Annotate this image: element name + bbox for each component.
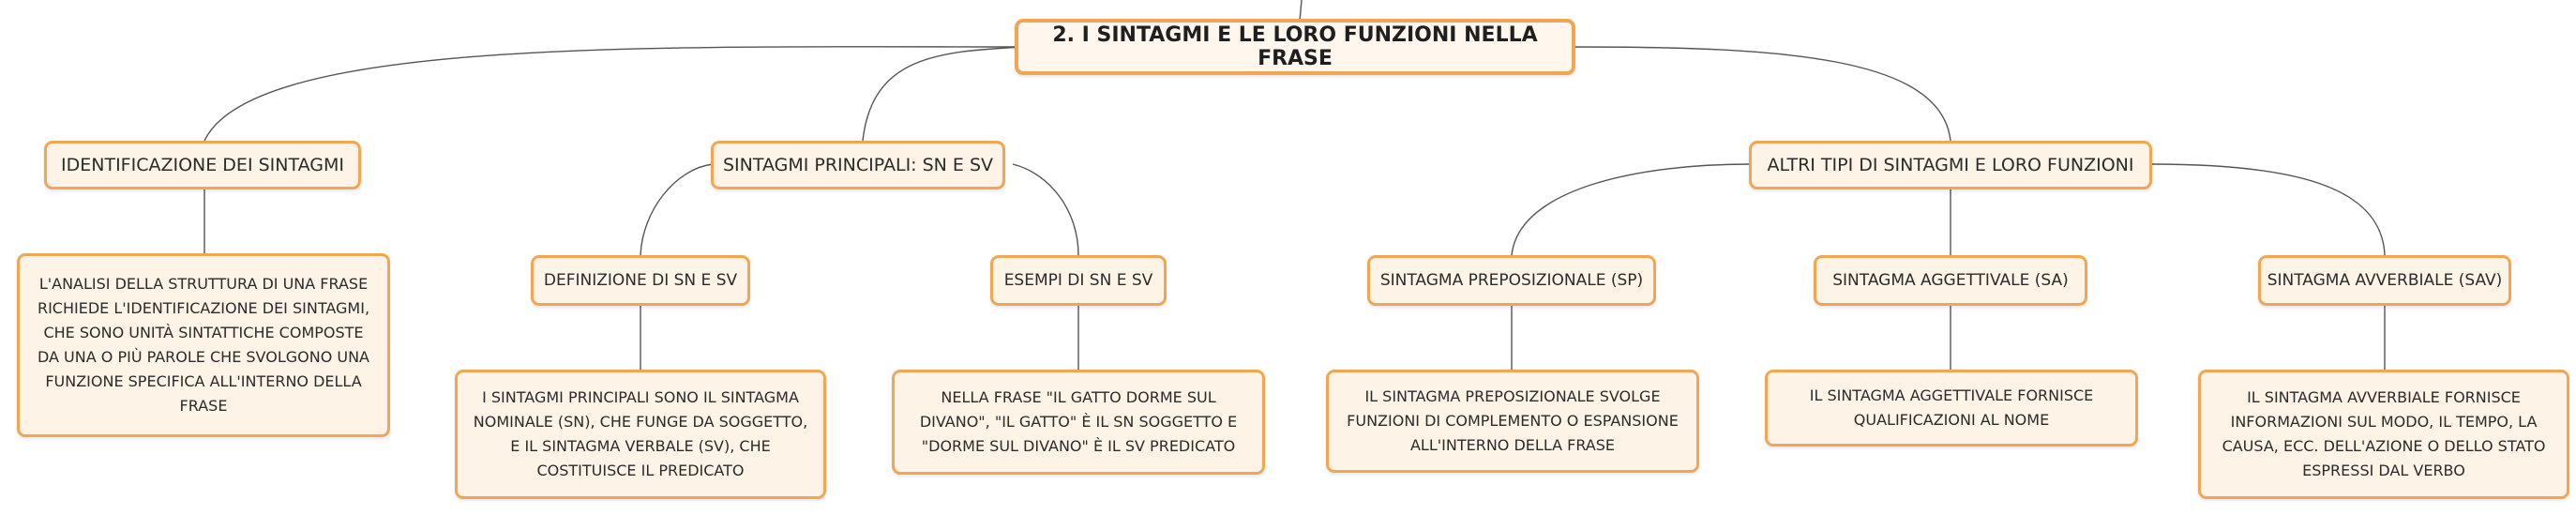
node-esempi-sn-sv[interactable]: ESEMPI DI SN E SV: [990, 255, 1167, 306]
node-esempi-label: ESEMPI DI SN E SV: [1003, 271, 1153, 290]
node-altri-label: ALTRI TIPI DI SINTAGMI E LORO FUNZIONI: [1767, 155, 2134, 175]
connector-root-identificazione: [203, 46, 1023, 142]
leaf-sp-label: IL SINTAGMA PREPOSIZIONALE SVOLGE FUNZIO…: [1347, 387, 1679, 454]
connector-root-top: [1299, 0, 1303, 22]
node-definizione-label: DEFINIZIONE DI SN E SV: [543, 271, 738, 290]
node-sintagma-aggettivale[interactable]: SINTAGMA AGGETTIVALE (SA): [1814, 255, 2087, 306]
node-altri-tipi[interactable]: ALTRI TIPI DI SINTAGMI E LORO FUNZIONI: [1749, 141, 2152, 189]
connector-principali-definizione: [640, 163, 714, 256]
leaf-definizione-label: I SINTAGMI PRINCIPALI SONO IL SINTAGMA N…: [473, 388, 808, 479]
node-principali-label: SINTAGMI PRINCIPALI: SN E SV: [722, 155, 994, 175]
leaf-identificazione-label: L'ANALISI DELLA STRUTTURA DI UNA FRASE R…: [37, 275, 370, 415]
connector-root-altri: [1574, 46, 1951, 142]
node-sintagmi-principali[interactable]: SINTAGMI PRINCIPALI: SN E SV: [711, 141, 1005, 189]
node-sintagma-avverbiale[interactable]: SINTAGMA AVVERBIALE (SAV): [2258, 255, 2511, 306]
node-sa-label: SINTAGMA AGGETTIVALE (SA): [1832, 271, 2069, 290]
leaf-definizione-text[interactable]: I SINTAGMI PRINCIPALI SONO IL SINTAGMA N…: [455, 370, 826, 499]
leaf-esempi-text[interactable]: NELLA FRASE "IL GATTO DORME SUL DIVANO",…: [892, 370, 1265, 475]
leaf-sa-text[interactable]: IL SINTAGMA AGGETTIVALE FORNISCE QUALIFI…: [1765, 370, 2138, 447]
root-label: 2. I SINTAGMI E LE LORO FUNZIONI NELLA F…: [1052, 23, 1538, 70]
leaf-sa-label: IL SINTAGMA AGGETTIVALE FORNISCE QUALIFI…: [1809, 386, 2094, 429]
node-sav-label: SINTAGMA AVVERBIALE (SAV): [2267, 271, 2503, 290]
connector-root-principali: [862, 46, 1023, 142]
leaf-sp-text[interactable]: IL SINTAGMA PREPOSIZIONALE SVOLGE FUNZIO…: [1326, 370, 1699, 473]
connector-altri-sp: [1511, 163, 1750, 256]
node-identificazione-label: IDENTIFICAZIONE DEI SINTAGMI: [61, 155, 344, 175]
node-sp-label: SINTAGMA PREPOSIZIONALE (SP): [1379, 271, 1644, 290]
connector-altri-sav: [2151, 163, 2386, 256]
leaf-sav-text[interactable]: IL SINTAGMA AVVERBIALE FORNISCE INFORMAZ…: [2198, 370, 2569, 499]
node-definizione-sn-sv[interactable]: DEFINIZIONE DI SN E SV: [531, 255, 750, 306]
leaf-esempi-label: NELLA FRASE "IL GATTO DORME SUL DIVANO",…: [919, 388, 1238, 455]
root-node[interactable]: 2. I SINTAGMI E LE LORO FUNZIONI NELLA F…: [1015, 19, 1575, 75]
node-identificazione-sintagmi[interactable]: IDENTIFICAZIONE DEI SINTAGMI: [44, 141, 361, 189]
leaf-sav-label: IL SINTAGMA AVVERBIALE FORNISCE INFORMAZ…: [2222, 388, 2546, 479]
node-sintagma-preposizionale[interactable]: SINTAGMA PREPOSIZIONALE (SP): [1367, 255, 1656, 306]
connector-principali-esempi: [1012, 163, 1079, 256]
leaf-identificazione-text[interactable]: L'ANALISI DELLA STRUTTURA DI UNA FRASE R…: [17, 253, 390, 437]
